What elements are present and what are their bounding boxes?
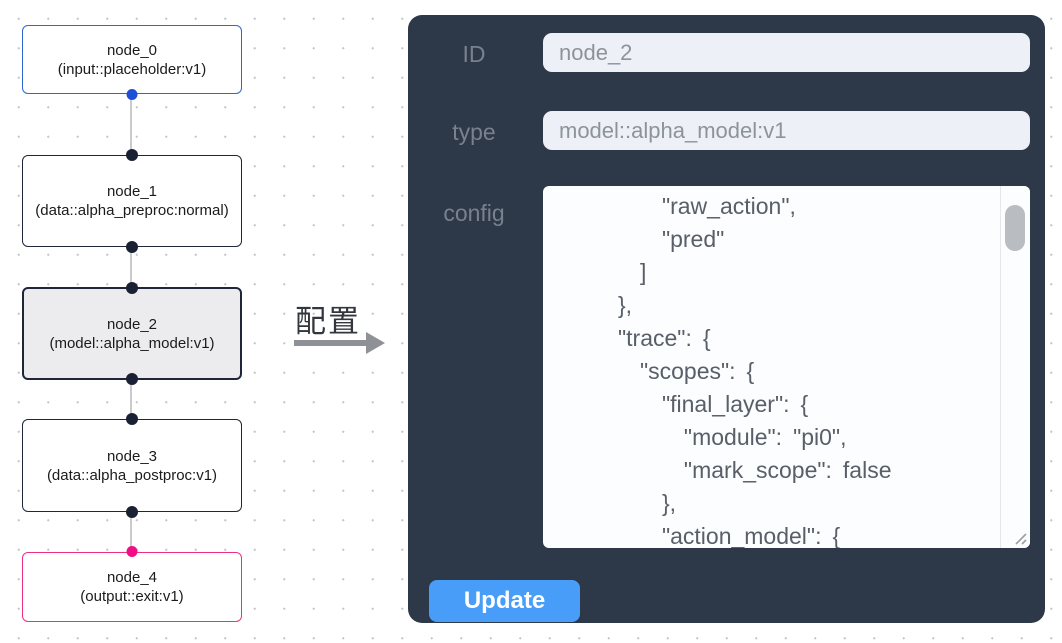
node-text: node_0 (input::placeholder:v1): [58, 41, 206, 79]
edge-node1-node2: [130, 247, 132, 287]
node-id-label: node_4: [106, 569, 158, 586]
type-input[interactable]: [543, 111, 1030, 150]
graph-node-node_2-selected[interactable]: node_2 (model::alpha_model:v1): [22, 282, 242, 385]
node1-output-handle[interactable]: [126, 241, 138, 253]
id-input[interactable]: [543, 33, 1030, 72]
node-id-label: node_0: [106, 41, 158, 59]
node-type-label: (data::alpha_postproc:v1): [46, 466, 218, 484]
graph-node-node_3[interactable]: node_3 (data::alpha_postproc:v1): [22, 413, 242, 518]
config-json-text[interactable]: "raw_action", "pred" ] }, "trace": { "sc…: [617, 193, 892, 548]
node4-input-handle[interactable]: [126, 546, 138, 557]
node1-input-handle[interactable]: [126, 149, 138, 161]
resize-handle-icon[interactable]: [1012, 530, 1027, 545]
node3-output-handle[interactable]: [126, 506, 138, 518]
node0-output-handle[interactable]: [126, 89, 138, 100]
node-text: node_1 (data::alpha_preproc:normal): [35, 182, 228, 220]
config-field-label: config: [443, 200, 505, 226]
config-scrollbar-thumb[interactable]: [1005, 205, 1025, 251]
transfer-label: 配置: [295, 304, 361, 339]
graph-node-node_0[interactable]: node_0 (input::placeholder:v1): [22, 25, 242, 100]
id-field-label: ID: [462, 41, 486, 67]
node-id-label: node_3: [106, 447, 158, 465]
config-scrollbar-track[interactable]: [1000, 186, 1030, 548]
node3-input-handle[interactable]: [126, 413, 138, 425]
node-type-label: (output::exit:v1): [80, 588, 184, 605]
node2-output-handle[interactable]: [126, 373, 138, 385]
node-type-label: (input::placeholder:v1): [57, 60, 207, 78]
arrow-head: [366, 332, 385, 354]
graph-node-node_4[interactable]: node_4 (output::exit:v1): [22, 546, 242, 622]
node-type-label: (model::alpha_model:v1): [49, 334, 215, 352]
edge-node3-node4: [130, 512, 132, 552]
update-button[interactable]: Update: [429, 580, 580, 622]
node-id-label: node_1: [106, 183, 158, 200]
node-text: node_2 (model::alpha_model:v1): [49, 315, 214, 353]
node-config-panel: ID type config "raw_action", "pred" ] },…: [408, 15, 1045, 623]
arrow-shaft: [294, 340, 368, 346]
node-text: node_3 (data::alpha_postproc:v1): [47, 447, 217, 485]
right-arrow-icon: [294, 332, 386, 354]
node2-input-handle[interactable]: [126, 282, 138, 294]
type-field-label: type: [452, 119, 496, 145]
graph-node-node_1[interactable]: node_1 (data::alpha_preproc:normal): [22, 149, 242, 253]
edge-node2-node3: [130, 380, 132, 419]
config-editor[interactable]: "raw_action", "pred" ] }, "trace": { "sc…: [543, 186, 1030, 548]
node-text: node_4 (output::exit:v1): [80, 568, 183, 606]
node-type-label: (data::alpha_preproc:normal): [35, 202, 229, 219]
node-id-label: node_2: [106, 315, 158, 333]
edge-node0-node1: [130, 94, 132, 155]
